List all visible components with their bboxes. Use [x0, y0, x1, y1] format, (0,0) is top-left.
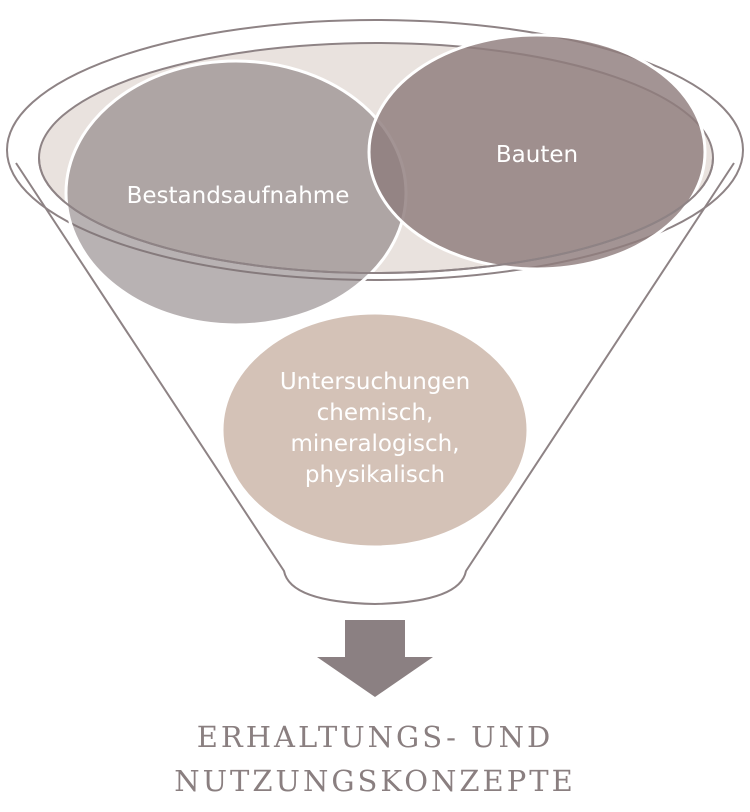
bubble-untersuchungen-line-2: chemisch, — [317, 400, 434, 426]
bubble-bestandsaufnahme-label: Bestandsaufnahme — [127, 183, 350, 209]
bubble-untersuchungen-line-1: Untersuchungen — [280, 369, 470, 395]
bubble-untersuchungen-shape — [220, 311, 530, 549]
conclusion-line-2: NUTZUNGSKONZEPTE — [174, 764, 576, 798]
bubble-bauten-shape — [367, 33, 707, 271]
bubble-bestandsaufnahme: Bestandsaufnahme — [64, 59, 408, 327]
bubble-bauten: Bauten — [367, 33, 707, 271]
funnel-body — [15, 162, 735, 606]
funnel-rim-outer — [6, 19, 744, 281]
conclusion-line-1: ERHALTUNGS- UND — [197, 720, 553, 754]
down-arrow — [317, 620, 433, 697]
bubble-untersuchungen: Untersuchungen chemisch, mineralogisch, … — [220, 311, 530, 549]
funnel-rim-front-edge — [38, 157, 714, 274]
bubble-bauten-label: Bauten — [496, 142, 578, 168]
bubble-untersuchungen-line-3: mineralogisch, — [290, 431, 459, 457]
bubble-untersuchungen-line-4: physikalisch — [305, 462, 445, 488]
